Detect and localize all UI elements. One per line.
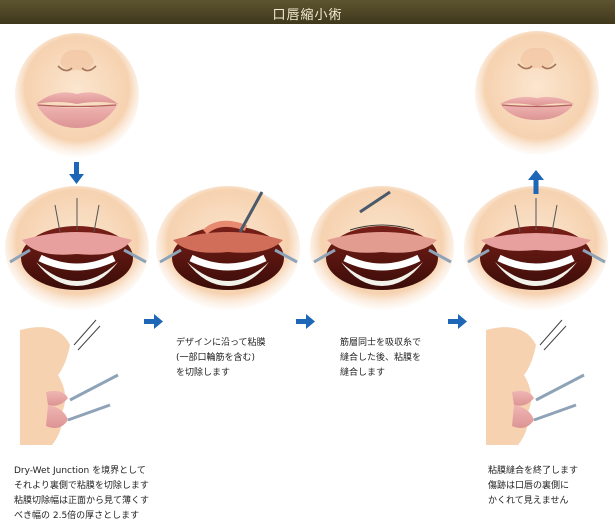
surgery-step1-illustration xyxy=(5,186,149,310)
surgery-step4-illustration xyxy=(464,186,608,310)
arrow-right-icon xyxy=(296,314,315,329)
step1-caption: Dry-Wet Junction を境界として それより裏側で粘膜を切除します … xyxy=(14,466,150,521)
title-bar: 口唇縮小術 xyxy=(0,0,615,24)
step2-caption: デザインに沿って粘膜 (一部口輪筋を含む) を切除します xyxy=(176,338,266,378)
profile-before-illustration xyxy=(20,319,119,445)
face-after-illustration xyxy=(475,31,599,155)
surgery-step2-illustration xyxy=(156,186,300,310)
profile-after-illustration xyxy=(486,319,585,445)
arrow-down-icon xyxy=(69,162,84,184)
page-title: 口唇縮小術 xyxy=(272,8,343,23)
step3-caption: 筋層同士を吸収糸で 縫合した後、粘膜を 縫合します xyxy=(340,338,422,378)
surgery-step3-illustration xyxy=(310,186,454,310)
arrow-right-icon xyxy=(448,314,467,329)
arrow-up-icon xyxy=(528,170,544,194)
step4-caption: 粘膜縫合を終了します 傷跡は口唇の裏側に かくれて見えません xyxy=(488,466,579,506)
face-before-illustration xyxy=(15,33,139,157)
arrow-right-icon xyxy=(144,314,163,329)
